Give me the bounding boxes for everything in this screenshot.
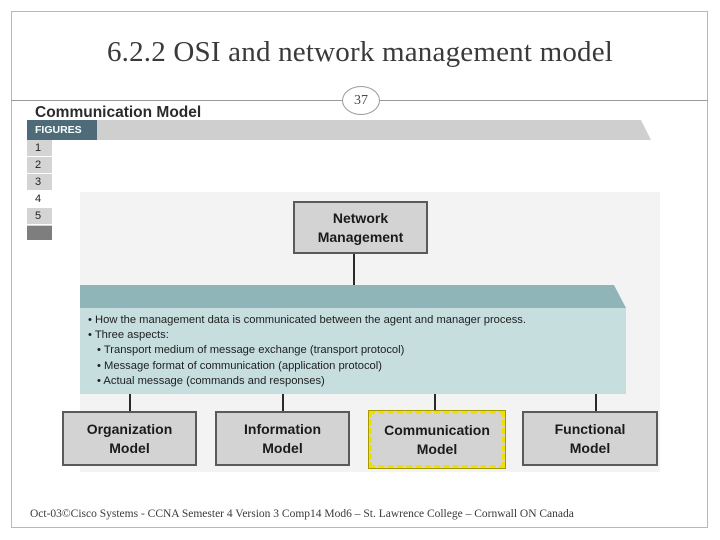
figures-bar [27,120,651,140]
connector-organization [129,394,131,411]
figure-heading: Communication Model [35,104,202,121]
network-management-box: Network Management [293,201,428,254]
information-model-label: Information Model [244,420,321,456]
connector-information [282,394,284,411]
figure-item-3[interactable]: 3 [27,174,52,191]
description-line: • Three aspects: [88,329,169,342]
functional-model-label: Functional Model [554,420,626,456]
figure-sidebar-footer [27,226,52,240]
description-text: • How the management data is communicate… [88,313,618,389]
organization-model-label: Organization Model [86,420,173,456]
connector-top [353,253,355,285]
slide-frame [11,11,708,528]
description-subline: • Transport medium of message exchange (… [97,344,405,357]
description-panel-header [80,285,626,308]
figure-item-4[interactable]: 4 [27,191,52,208]
figure-item-1[interactable]: 1 [27,140,52,157]
figures-tab: FIGURES [27,120,97,140]
organization-model-box: Organization Model [62,411,197,466]
figure-item-5[interactable]: 5 [27,208,52,225]
connector-functional [595,394,597,411]
figure-item-2[interactable]: 2 [27,157,52,174]
page-number: 37 [342,86,380,115]
slide-title: 6.2.2 OSI and network management model [106,36,614,68]
description-subline: • Actual message (commands and responses… [97,374,325,387]
network-management-label: Network Management [317,209,404,245]
connector-communication [434,394,436,411]
communication-model-box: Communication Model [368,410,506,469]
slide-footer: Oct-03©Cisco Systems - CCNA Semester 4 V… [30,508,574,520]
information-model-box: Information Model [215,411,350,466]
functional-model-box: Functional Model [522,411,658,466]
communication-model-label: Communication Model [384,421,490,457]
description-line: • How the management data is communicate… [88,314,527,326]
description-subline: • Message format of communication (appli… [97,359,382,372]
